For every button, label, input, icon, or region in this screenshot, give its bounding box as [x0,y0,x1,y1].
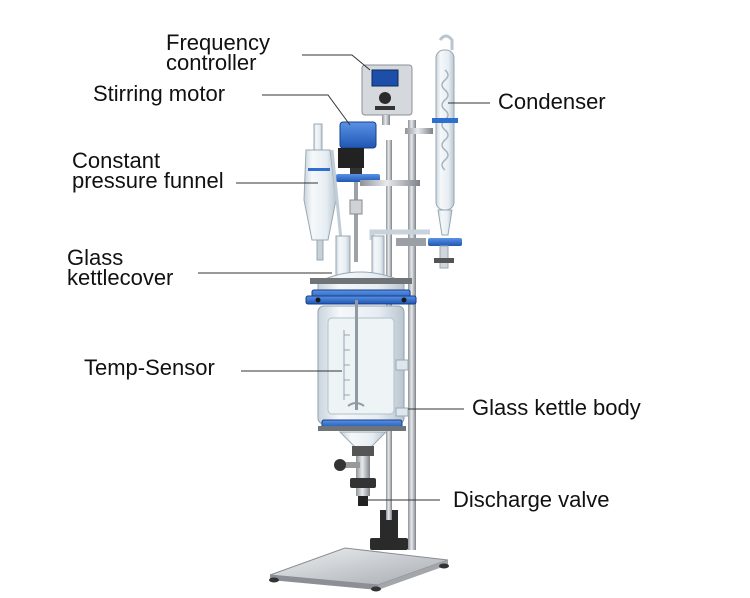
frequency-controller [361,64,413,125]
label-constant-pressure-funnel-line1: Constant [72,148,161,173]
label-glass-kettlecover-line1: Glass [67,245,124,270]
base-plate [269,538,449,592]
label-frequency-controller-line1: Frequency [166,30,270,55]
label-discharge-valve: Discharge valve [453,487,610,512]
label-temp-sensor: Temp-Sensor [84,355,215,380]
discharge-valve-assembly [334,431,388,506]
kettle-cover [305,235,417,305]
label-glass-kettlecover-line2: kettlecover [67,265,174,290]
kettle-body [317,300,409,431]
pressure-funnel [303,123,344,261]
label-stirring-motor: Stirring motor [93,81,226,106]
label-constant-pressure-funnel-line2: pressure funnel [72,168,224,193]
label-frequency-controller-line2: controller [166,50,257,75]
leader-lines [198,54,490,501]
stirring-motor [336,121,380,262]
label-condenser: Condenser [498,89,606,114]
condenser-unit [428,34,462,269]
label-glass-kettle-body: Glass kettle body [472,395,641,420]
